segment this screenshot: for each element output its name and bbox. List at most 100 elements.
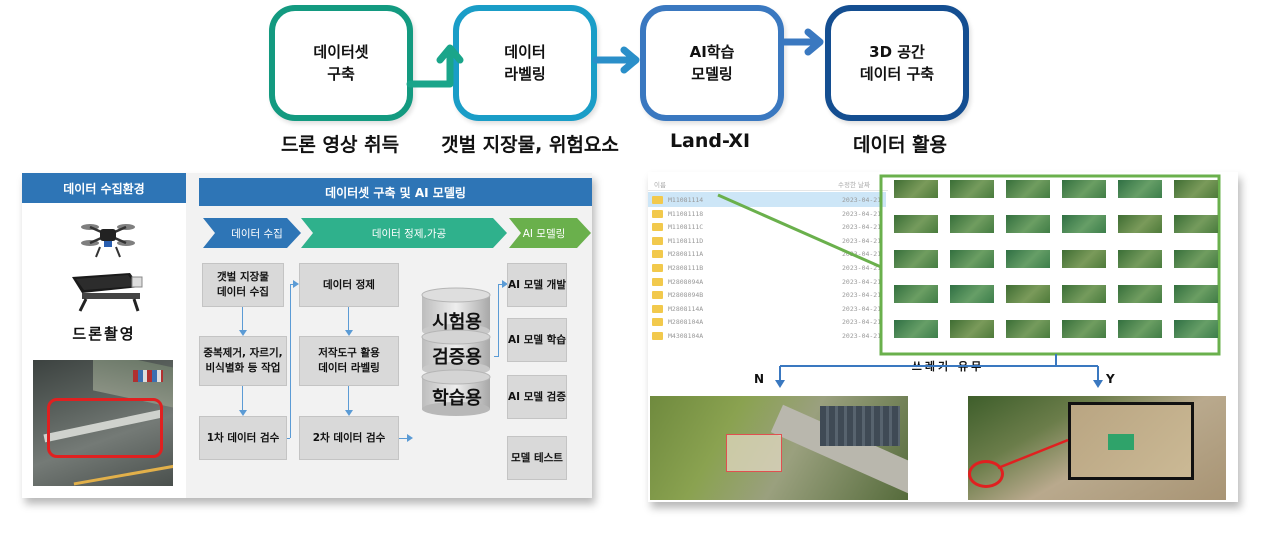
thumbnail-image[interactable] [1174,250,1218,268]
flow-step-line1: 데이터 [504,43,546,61]
phase-label-process: 데이터 정제,가공 [371,228,447,240]
thumbnail-image[interactable] [1118,320,1162,338]
yes-trash-inset [1068,402,1194,480]
connector [348,307,349,330]
phase-chevron-ai [509,218,591,248]
thumbnail-image[interactable] [1006,215,1050,233]
arrow-right-icon [293,280,299,288]
thumbnail-image[interactable] [1006,250,1050,268]
folder-icon [652,250,663,259]
main-header: 데이터셋 구축 및 AI 모델링 [199,178,592,206]
file-date: 2023-04-21 [842,264,882,272]
connector [290,284,294,285]
flow-caption: 드론 영상 취득 [280,134,400,156]
flow-step-line1: 데이터셋 [313,43,369,61]
folder-icon [652,209,663,218]
connector [348,386,349,410]
yes-trash-image [968,396,1226,500]
thumbnail-image[interactable] [1174,285,1218,303]
thumbnail-image[interactable] [1062,180,1106,198]
file-name: M2808114A [668,304,704,313]
thumbnail-image[interactable] [1174,180,1218,198]
file-date: 2023-04-21 [842,332,882,340]
connector [498,284,499,356]
thumbnail-image[interactable] [1118,180,1162,198]
thumbnail-image[interactable] [950,285,994,303]
thumbnail-image[interactable] [894,180,938,198]
thumbnail-image[interactable] [950,320,994,338]
thumbnail-image[interactable] [1062,285,1106,303]
thumbnail-image[interactable] [1006,180,1050,198]
thumbnail-image[interactable] [950,180,994,198]
arrow-down-icon [345,330,353,336]
file-name: M2808094B [668,291,704,300]
thumbnail-image[interactable] [950,250,994,268]
flow-arrows [406,28,824,88]
file-date: 2023-04-21 [842,209,882,218]
folder-icon [652,264,663,272]
selection-highlight [717,174,1221,356]
file-date: 2023-04-21 [842,250,882,259]
step-text: 데이터 정제 [323,278,375,291]
no-trash-mark [726,434,782,472]
phase-chevrons [203,218,591,248]
step-second-inspection: 2차 데이터 검수 [299,416,399,460]
file-date: 2023-04-21 [842,304,882,313]
thumbnail-image[interactable] [894,215,938,233]
aerial-shoreline [73,461,173,486]
flow-step-labeling: 데이터 라벨링 [453,5,597,121]
thumbnail-image[interactable] [950,215,994,233]
connector [290,284,291,438]
connector [242,386,243,410]
thumbnail-image[interactable] [894,285,938,303]
file-name: M1108111D [668,236,704,245]
thumbnail-image[interactable] [1174,320,1218,338]
file-date: 2023-04-21 [842,277,882,286]
thumbnail-image[interactable] [1118,250,1162,268]
file-row-selected[interactable] [648,192,886,207]
flow-arrow-1 [406,44,464,88]
flow-step-modeling: AI학습 모델링 [640,5,784,121]
no-label: N [754,372,765,386]
thumbnail-image[interactable] [894,250,938,268]
step-first-inspection: 1차 데이터 검수 [199,416,287,460]
thumbnail-image[interactable] [1062,215,1106,233]
file-row[interactable]: M2808114A 2023-04-21 [652,302,882,316]
file-date: 2023-04-21 [842,318,882,327]
dataset-cylinders-icon [421,287,491,416]
thumbnail-image[interactable] [1174,215,1218,233]
phase-label-ai: AI 모델링 [522,228,566,240]
arrow-down-icon [239,330,247,336]
flow-step-line1: 3D 공간 [869,43,925,61]
file-row[interactable]: M2808094B 2023-04-21 [652,288,882,302]
yes-label: Y [1106,372,1115,386]
flow-step-dataset: 데이터셋 구축 [269,5,413,121]
file-date: 2023-04-21 [842,291,882,300]
thumbnail-image[interactable] [1062,320,1106,338]
folder-icon [652,318,663,327]
thumbnail-image[interactable] [1006,320,1050,338]
thumbnail-image[interactable] [1062,250,1106,268]
thumbnail-grid [888,178,1218,352]
thumbnail-image[interactable] [894,320,938,338]
connector [498,284,503,285]
phase-label-collect: 데이터 수집 [231,228,283,240]
connector [494,356,499,357]
flow-step-3d-space: 3D 공간 데이터 구축 [825,5,969,121]
no-trash-greenhouse [820,406,900,446]
thumbnail-image[interactable] [1118,215,1162,233]
thumbnail-image[interactable] [1006,285,1050,303]
no-trash-image [650,396,908,500]
thumbnail-image[interactable] [1118,285,1162,303]
aerial-highlight-box [47,398,163,458]
